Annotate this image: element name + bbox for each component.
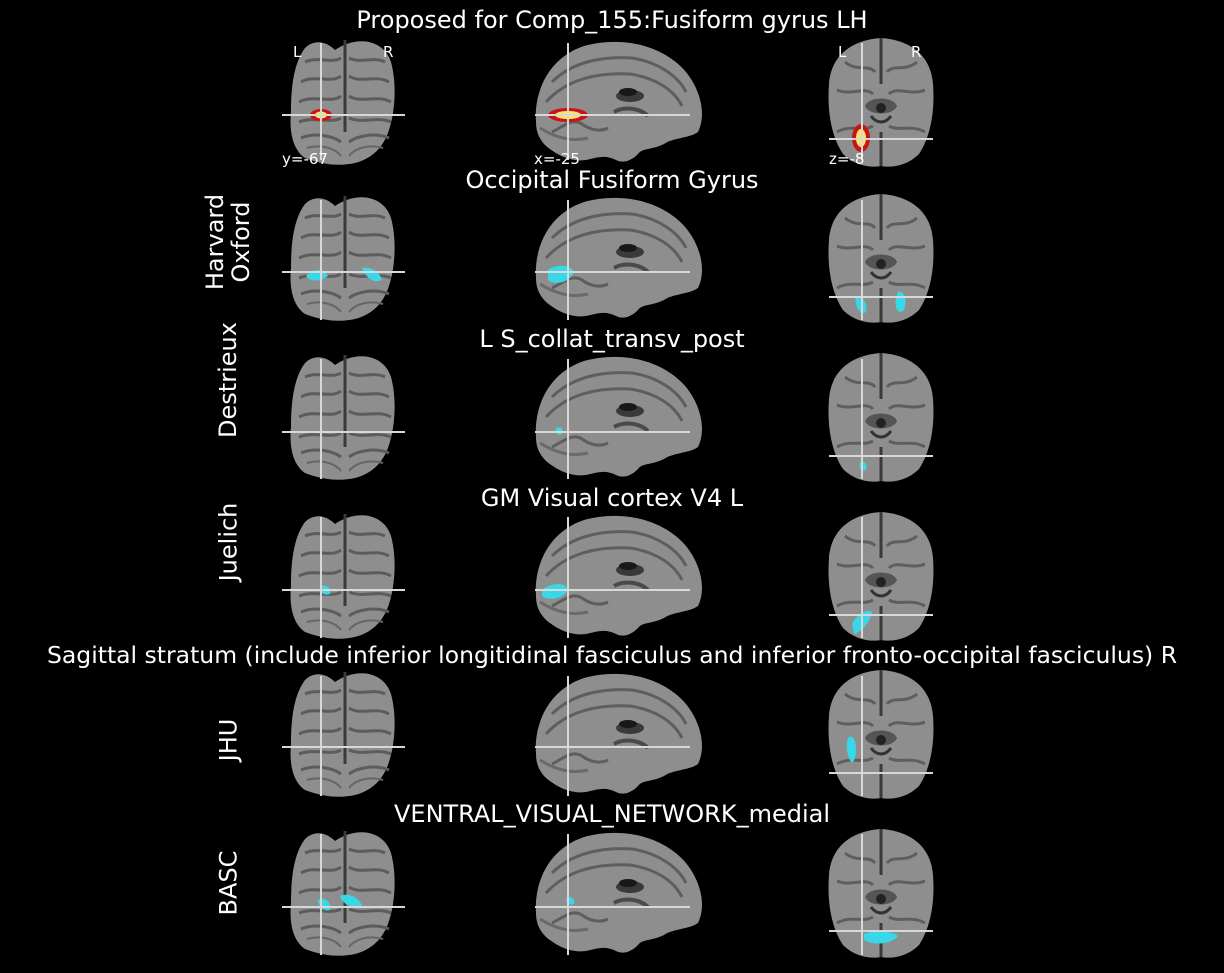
orientation-right-axial: R — [911, 43, 922, 61]
cut-coord-coronal: y=-67 — [282, 150, 328, 168]
harvard-oxford-axial-slice — [827, 192, 935, 325]
proposed-coronal-slice — [289, 38, 397, 167]
orientation-left-coronal: L — [293, 43, 302, 61]
proposed-sagittal-slice — [533, 39, 704, 164]
orientation-left-axial: L — [838, 43, 847, 61]
harvard-oxford-coronal-slice — [289, 194, 397, 323]
jhu-sagittal-slice — [533, 671, 704, 796]
juelich-coronal-slice — [289, 512, 397, 641]
destrieux-axial-slice — [827, 351, 935, 484]
row-label-destrieux: Destrieux — [214, 322, 242, 438]
atlas-title-harvard-oxford: Occipital Fusiform Gyrus — [465, 166, 759, 194]
cut-coord-sagittal: x=-25 — [534, 150, 580, 168]
proposed-title: Proposed for Comp_155:Fusiform gyrus LH — [356, 6, 868, 34]
destrieux-sagittal-slice — [533, 354, 704, 479]
juelich-axial-slice — [827, 510, 935, 643]
cut-coord-axial: z=-8 — [829, 150, 865, 168]
atlas-title-destrieux: L S_collat_transv_post — [479, 325, 745, 353]
basc-sagittal-slice — [533, 830, 704, 955]
jhu-axial-slice — [827, 668, 935, 801]
row-label-juelich: Juelich — [214, 502, 243, 582]
jhu-coronal-slice — [289, 670, 397, 799]
orientation-right-coronal: R — [383, 43, 394, 61]
atlas-title-jhu: Sagittal stratum (include inferior longi… — [46, 641, 1178, 669]
row-label-basc: BASC — [214, 850, 242, 916]
basc-coronal-slice — [289, 829, 397, 958]
destrieux-coronal-slice — [289, 353, 397, 482]
harvard-oxford-sagittal-slice — [533, 195, 704, 320]
atlas-title-basc: VENTRAL_VISUAL_NETWORK_medial — [393, 800, 830, 828]
juelich-sagittal-slice — [533, 513, 704, 638]
atlas-title-juelich: GM Visual cortex V4 L — [480, 484, 744, 512]
